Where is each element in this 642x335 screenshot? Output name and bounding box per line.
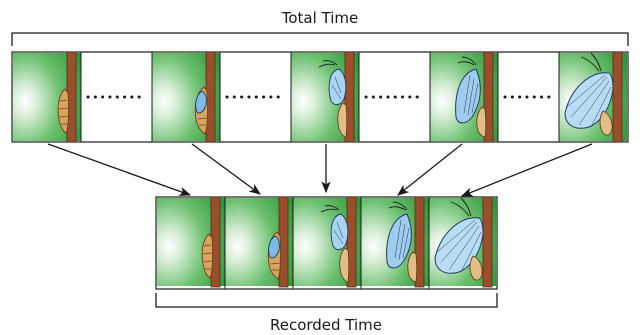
- top-frame-2: [152, 52, 220, 142]
- recorded-frame-5: [429, 197, 497, 287]
- arrow-2: [191, 143, 261, 195]
- top-frame-1: [13, 52, 81, 142]
- total-time-strip: [11, 51, 629, 143]
- arrow-5: [460, 143, 593, 197]
- recorded-frame-2: [225, 197, 293, 287]
- top-frame-4: [430, 52, 498, 142]
- recorded-frame-3: [293, 197, 361, 287]
- top-frame-5: [559, 52, 627, 142]
- recorded-time-label: Recorded Time: [270, 316, 382, 334]
- top-frame-3: [291, 52, 359, 142]
- arrow-1: [47, 143, 192, 196]
- recorded-frame-4: [361, 197, 429, 287]
- recorded-time-bracket: [155, 293, 498, 308]
- total-time-label: Total Time: [281, 9, 359, 27]
- mapping-arrows: [47, 143, 593, 197]
- arrow-4: [397, 143, 463, 196]
- total-time-bracket: [11, 32, 629, 46]
- recorded-time-strip: [155, 196, 498, 290]
- recorded-frame-1: [157, 197, 225, 287]
